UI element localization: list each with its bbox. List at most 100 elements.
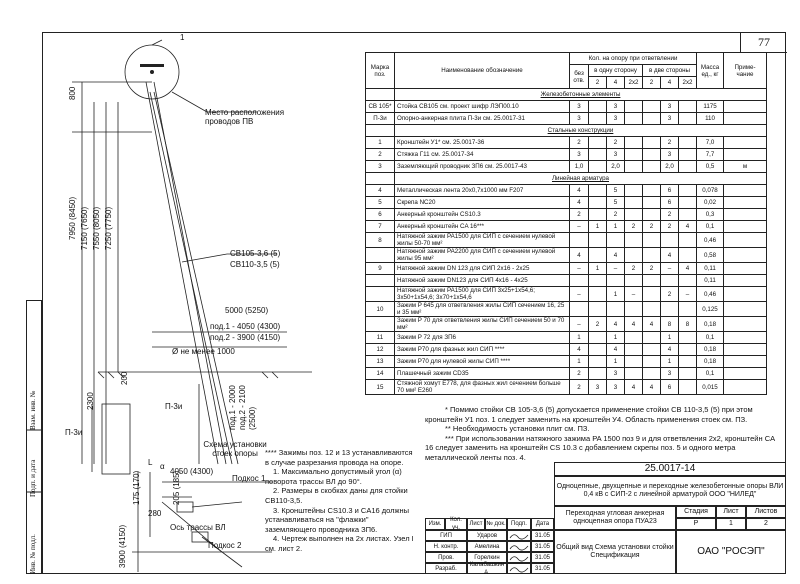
cell-qty [642,148,661,161]
cell-qty [642,100,661,113]
cell-qty [678,274,697,287]
cell-mass: 0,1 [696,331,724,344]
cell-mark: СВ 105* [365,100,395,113]
cell-name: Натяжной зажим DN123 для СИП 4х16 - 4х25 [394,274,570,287]
cell-mark: 9 [365,262,395,275]
cell-note [723,262,767,275]
cell-qty: 3 [606,100,625,113]
scheme-title: Схема установки стоек опоры [203,440,267,458]
cell-mark: 10 [365,301,395,317]
cell-qty: 3 [606,112,625,125]
cell-note [723,184,767,197]
cell-qty [642,286,661,302]
col-sub: 4 [660,76,679,89]
stamp-role: Пров. [425,552,467,563]
cell-name: Анкерный кронштейн CA 16*** [394,220,570,233]
cell-qty: 3 [606,367,625,380]
cell-qty: 3 [660,112,679,125]
cell-qty [624,232,643,248]
cell-name: Зажим P 645 для ответвления жилы СИП сеч… [394,301,570,317]
cell-qty: 2 [606,136,625,149]
cell-qty [642,331,661,344]
axis-vl-label: Ось трассы ВЛ [170,523,226,532]
cell-qty: 3 [569,148,589,161]
cell-qty [624,160,643,173]
dim-175: 175 (170) [132,470,141,505]
cell-qty [678,196,697,209]
title-block: 25.0017-14 Одноцепные, двухцепные и пере… [425,462,786,576]
cell-qty: 2 [642,262,661,275]
cell-qty [678,184,697,197]
cell-qty: 2 [660,220,679,233]
stamp-person: Ударов [467,530,507,541]
cell-qty [678,232,697,248]
cell-qty [624,136,643,149]
stamp-title: Одноцепные, двухцепные и переходные желе… [554,476,786,506]
cell-qty: 4 [660,343,679,356]
cell-qty: 4 [624,316,643,332]
cell-qty: 1 [606,220,625,233]
cell-qty [642,232,661,248]
cell-qty: 6 [660,379,679,395]
col-two: в две стороны [642,64,697,77]
cell-mass: 7,7 [696,148,724,161]
cell-qty [678,355,697,368]
cell-qty [642,247,661,263]
page-number: 77 [740,32,787,53]
p3i-label-2: П-3и [65,428,83,437]
col-count: Кол. на опору при ответвлении [569,52,697,65]
cell-qty: – [606,262,625,275]
cell-mass: 0,015 [696,379,724,395]
dim-5000: 5000 (5250) [225,306,269,315]
stamp-col-header: № док. [485,518,507,530]
note-c: 3. Кронштейны CS10.3 и CA16 должны устан… [265,505,410,534]
cell-name: Металлическая лента 20х0,7х1000 мм F207 [394,184,570,197]
table-row: Натяжной зажим DN123 для СИП 4х16 - 4х25… [365,274,767,287]
cell-qty [624,331,643,344]
cell-mark: 1 [365,136,395,149]
cell-qty [624,184,643,197]
cell-qty: 2 [660,208,679,221]
note-2: ** Необходимость установки плит см. ПЗ. [445,424,590,433]
sec-blank [365,124,395,137]
cell-mark [365,316,395,332]
binding-strip [26,300,42,574]
cell-note [723,208,767,221]
cell-note [723,247,767,263]
cell-qty [678,343,697,356]
stamp-col-header: Изм. [425,518,445,530]
cell-name: Стойка СВ105 см. проект шифр ЛЭП00.10 [394,100,570,113]
cell-qty [606,274,625,287]
cell-qty: 2 [569,136,589,149]
cell-qty [624,196,643,209]
stamp-person: Калабашкин А. [467,562,507,576]
cell-qty [569,301,589,317]
col-one: в одну сторону [588,64,643,77]
cell-qty: 2,0 [660,160,679,173]
cell-note [723,196,767,209]
cell-qty [624,247,643,263]
dim-2500: (2500) [248,406,257,430]
note-3: *** При использовании натяжного зажима P… [425,433,775,462]
stamp-col-header: Кол. уч. [445,517,467,531]
cell-qty [606,232,625,248]
dim-4050: 4050 (4300) [170,467,214,476]
cell-qty: 4 [624,379,643,395]
stamp-sheet-h: Лист [716,506,746,518]
cell-note [723,274,767,287]
stamp-signature [507,530,531,541]
cell-mass: 7,0 [696,136,724,149]
cell-qty [678,247,697,263]
cell-qty [660,301,679,317]
under-1: под.1 - 4050 (4300) [210,322,281,331]
cell-note [723,220,767,233]
cell-qty: 8 [678,316,697,332]
cell-qty [642,343,661,356]
section-fittings: Линейная арматура [394,172,767,185]
sub1-2000: под.1 - 2000 [228,385,237,430]
cell-qty [678,100,697,113]
cell-qty [660,274,679,287]
